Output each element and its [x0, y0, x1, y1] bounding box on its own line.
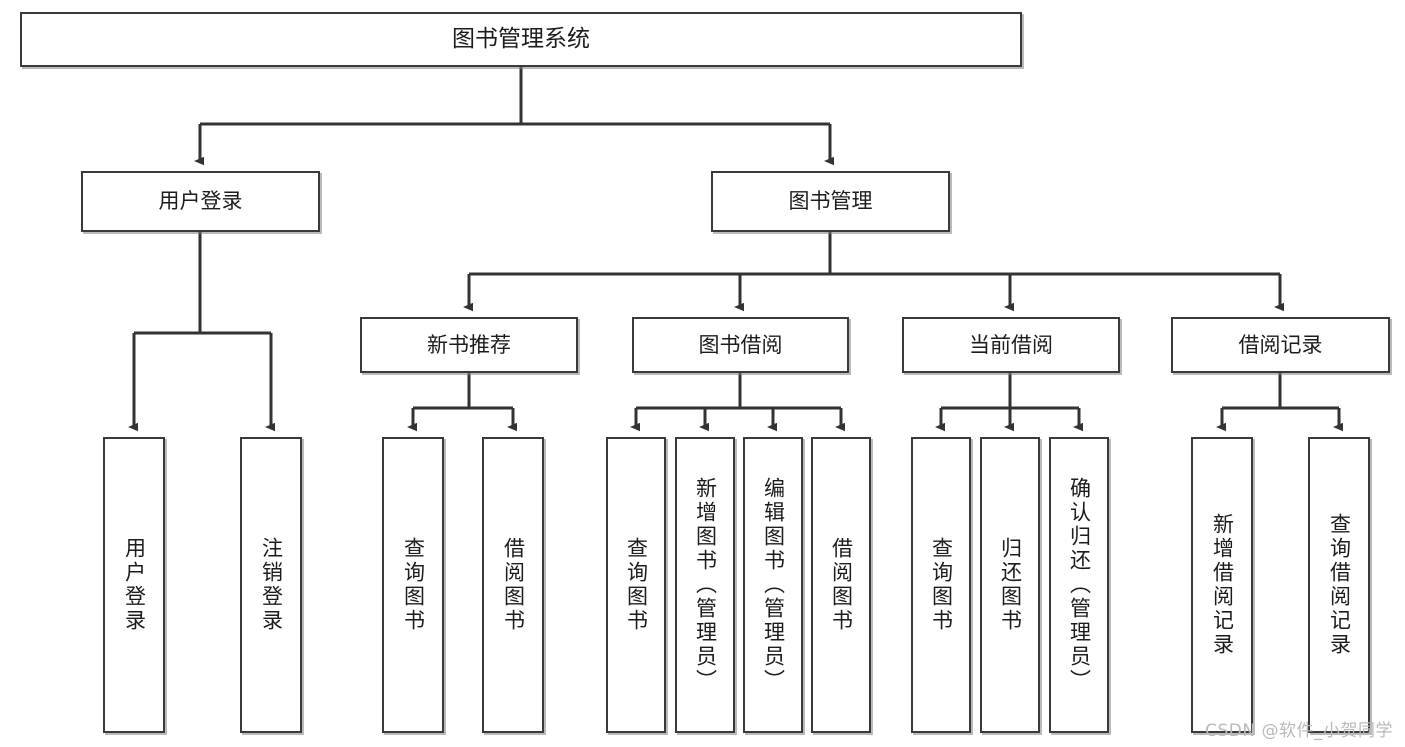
node-current-borrow-label: 当前借阅: [969, 332, 1053, 357]
node-leaf-query-book-2-label: 查询图书: [624, 537, 649, 633]
node-leaf-user-login-label: 用户登录: [122, 537, 147, 633]
node-leaf-user-login[interactable]: 用户登录: [103, 437, 165, 733]
node-book-manage-label: 图书管理: [788, 189, 873, 214]
node-leaf-query-book-2[interactable]: 查询图书: [606, 437, 666, 733]
node-borrow-record[interactable]: 借阅记录: [1171, 317, 1390, 373]
node-leaf-user-logout-label: 注销登录: [259, 537, 284, 633]
node-leaf-return-book[interactable]: 归还图书: [980, 437, 1040, 733]
node-new-book-recommend[interactable]: 新书推荐: [360, 317, 578, 373]
node-leaf-query-record[interactable]: 查询借阅记录: [1308, 437, 1370, 733]
node-leaf-add-record-label: 新增借阅记录: [1210, 513, 1235, 657]
node-leaf-add-book[interactable]: 新增图书（管理员）: [675, 437, 735, 733]
node-leaf-query-book-1-label: 查询图书: [401, 537, 426, 633]
node-leaf-edit-book[interactable]: 编辑图书（管理员）: [743, 437, 803, 733]
node-leaf-return-book-label: 归还图书: [998, 537, 1023, 633]
node-leaf-add-book-label: 新增图书（管理员）: [693, 477, 718, 693]
node-root-system[interactable]: 图书管理系统: [20, 12, 1022, 67]
node-leaf-add-record[interactable]: 新增借阅记录: [1191, 437, 1253, 733]
node-leaf-confirm-return-label: 确认归还（管理员）: [1067, 477, 1092, 693]
node-leaf-edit-book-label: 编辑图书（管理员）: [761, 477, 786, 693]
node-new-book-recommend-label: 新书推荐: [427, 332, 511, 357]
node-leaf-confirm-return[interactable]: 确认归还（管理员）: [1049, 437, 1109, 733]
node-book-borrow-label: 图书借阅: [698, 332, 783, 357]
node-borrow-record-label: 借阅记录: [1238, 332, 1323, 357]
node-leaf-borrow-book-2[interactable]: 借阅图书: [811, 437, 871, 733]
node-leaf-query-book-3-label: 查询图书: [929, 537, 954, 633]
node-current-borrow[interactable]: 当前借阅: [902, 317, 1120, 373]
node-user-login-label: 用户登录: [158, 189, 243, 214]
node-leaf-borrow-book-2-label: 借阅图书: [829, 537, 854, 633]
node-leaf-query-book-1[interactable]: 查询图书: [382, 437, 444, 733]
node-root-system-label: 图书管理系统: [452, 26, 590, 53]
node-leaf-query-book-3[interactable]: 查询图书: [911, 437, 971, 733]
node-leaf-borrow-book-1[interactable]: 借阅图书: [482, 437, 544, 733]
node-leaf-query-record-label: 查询借阅记录: [1327, 513, 1352, 657]
node-book-manage[interactable]: 图书管理: [711, 171, 950, 232]
node-book-borrow[interactable]: 图书借阅: [632, 317, 849, 373]
node-leaf-user-logout[interactable]: 注销登录: [240, 437, 302, 733]
csdn-watermark: CSDN @软件_小贺同学: [1205, 721, 1393, 741]
node-user-login[interactable]: 用户登录: [81, 171, 320, 232]
node-leaf-borrow-book-1-label: 借阅图书: [501, 537, 526, 633]
